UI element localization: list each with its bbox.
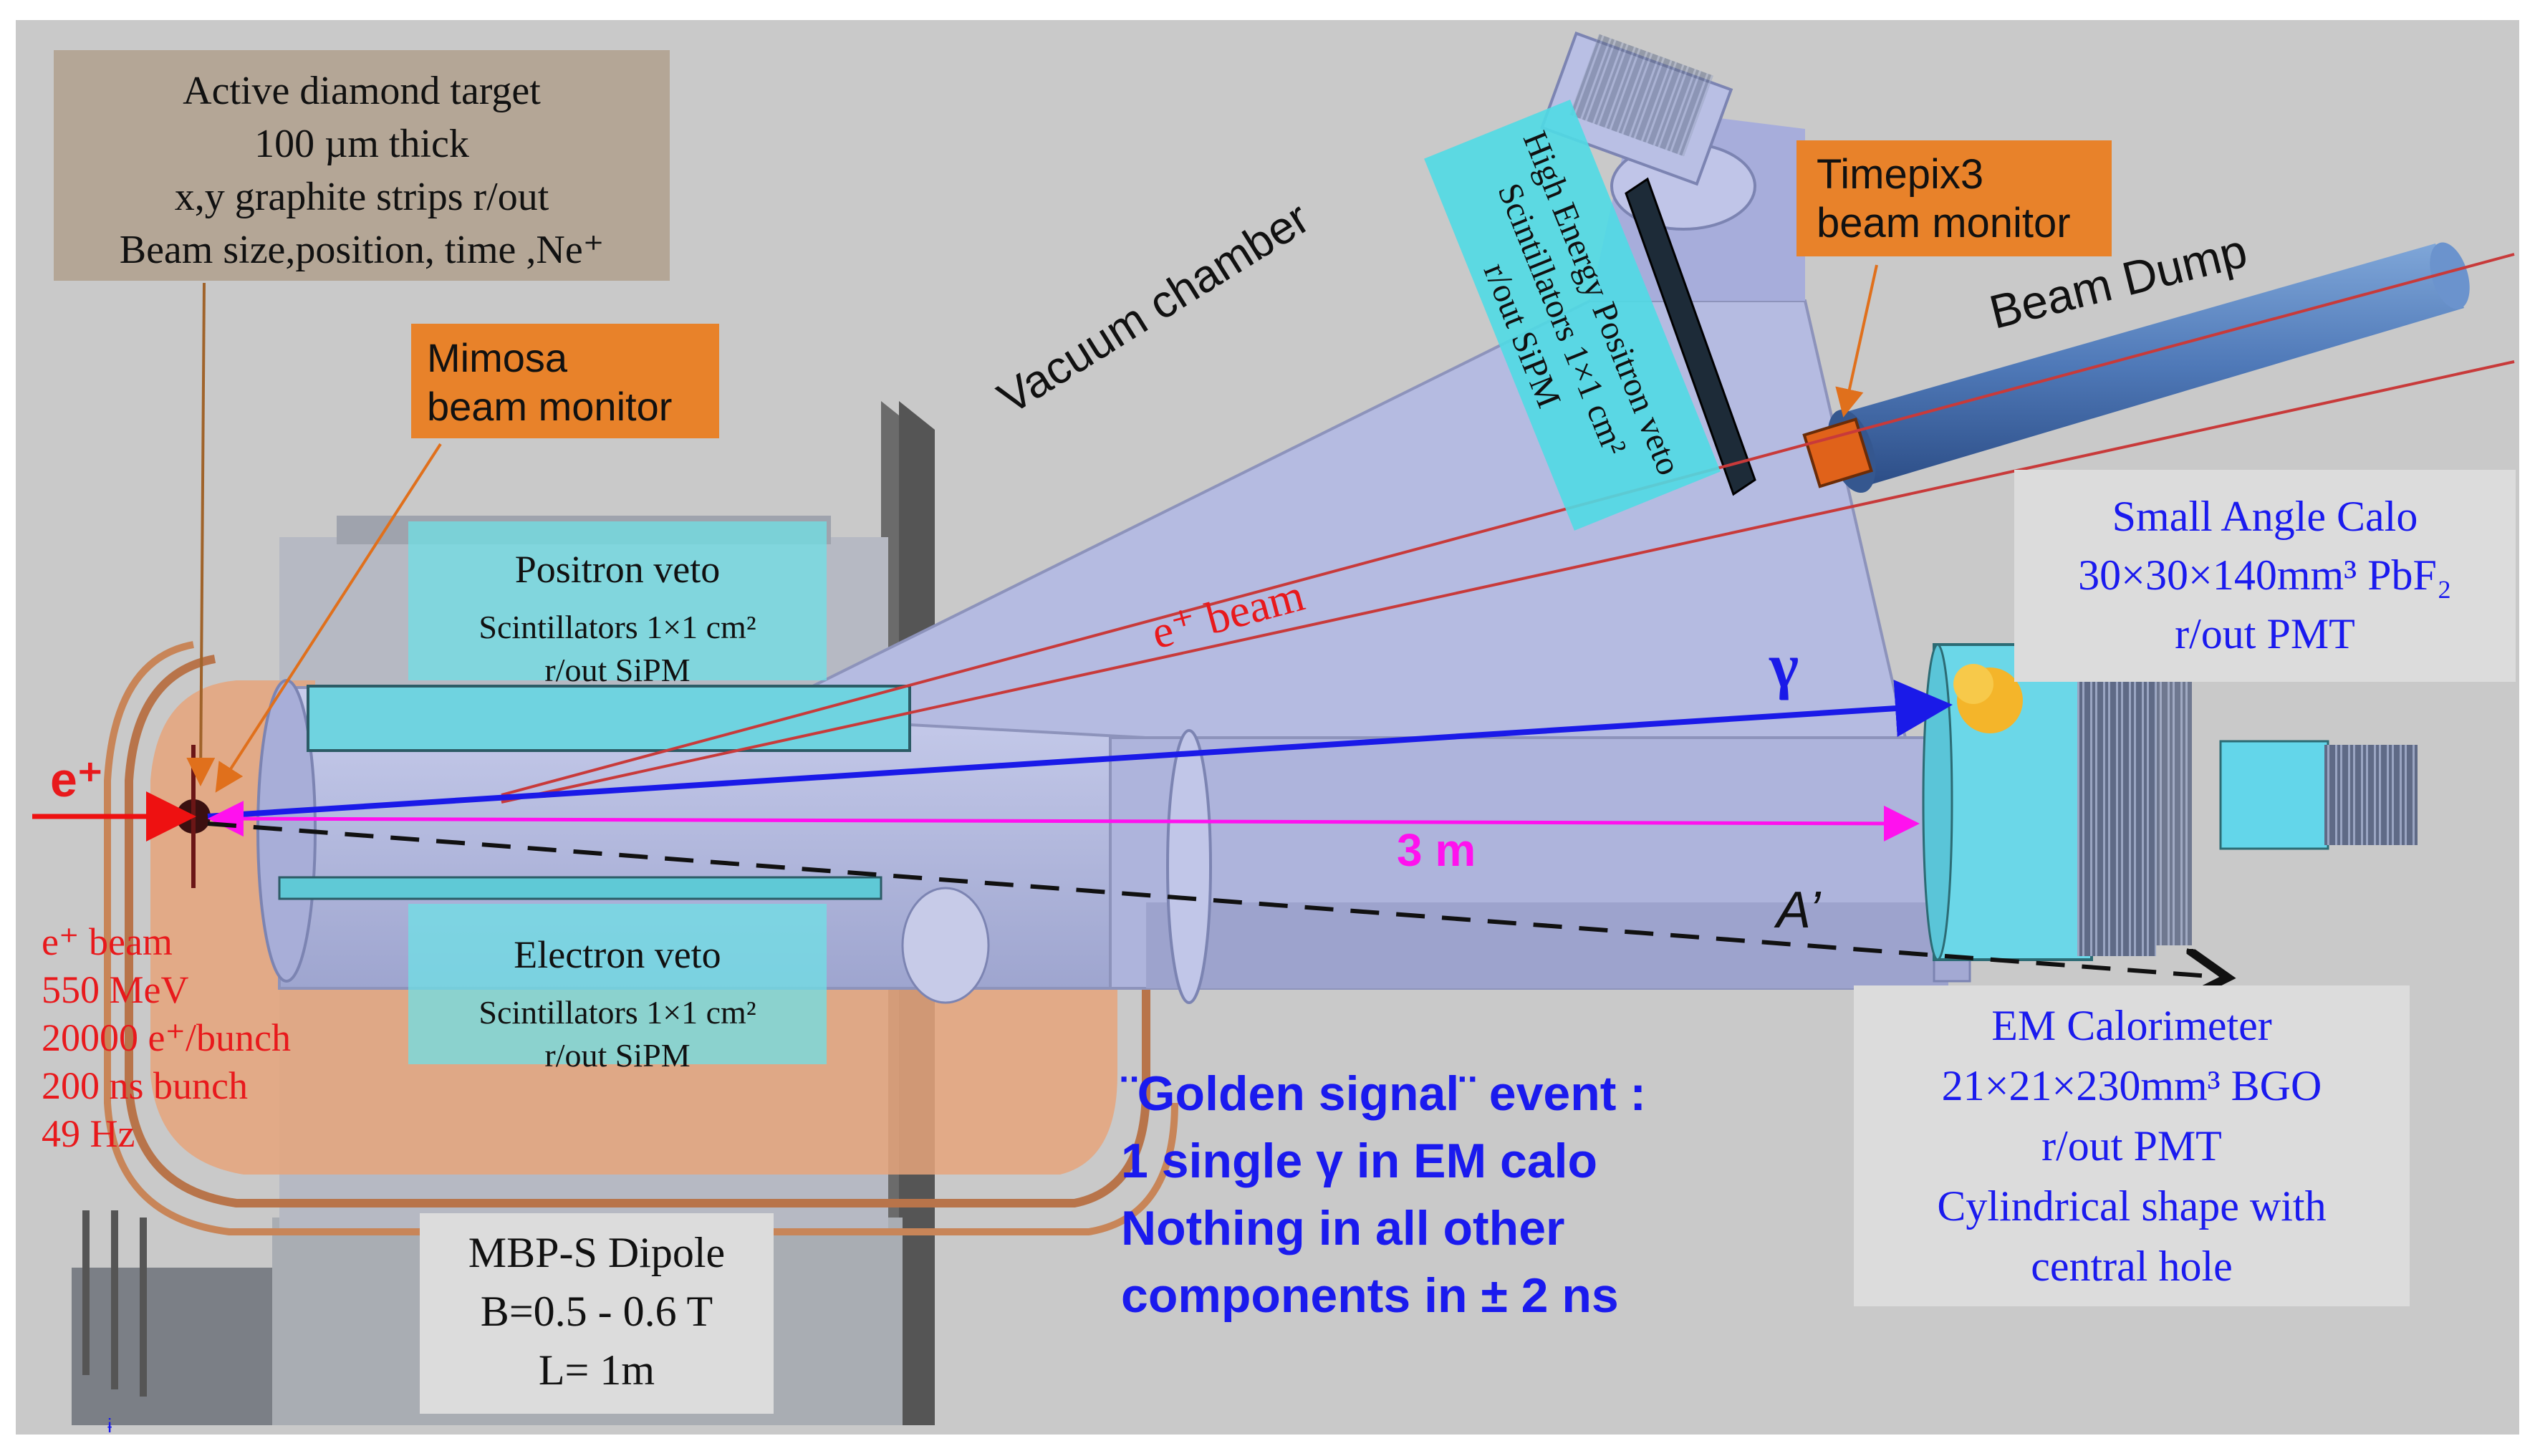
- dipole-base: [72, 1268, 301, 1425]
- distance-label: 3 m: [1397, 824, 1476, 876]
- timepix-pointer: [1835, 264, 1878, 418]
- a-prime-arrow: [207, 821, 2228, 978]
- electron-veto-detail: Scintillators 1×1 cm² r/out SiPM: [478, 994, 756, 1074]
- small-angle-calo-label: Small Angle Calo 30×30×140mm³ PbF₂ r/out…: [2014, 470, 2516, 682]
- a-prime-label: A’: [1776, 882, 1821, 939]
- e-plus-label: e⁺: [50, 753, 103, 807]
- gamma-label: γ: [1769, 632, 1799, 701]
- dipole-label: MBP-S Dipole B=0.5 - 0.6 T L= 1m: [420, 1213, 774, 1414]
- beam-parameters: e⁺ beam 550 MeV 20000 e⁺/bunch 200 ns bu…: [42, 920, 291, 1155]
- diamond-target-label: Active diamond target 100 µm thick x,y g…: [54, 50, 670, 281]
- positron-veto-title: Positron veto: [514, 548, 721, 591]
- small-angle-calo: [2219, 740, 2418, 850]
- copper-coil: [150, 680, 1117, 1175]
- positron-veto-box: Positron veto Scintillators 1×1 cm² r/ou…: [408, 521, 827, 688]
- timepix-label: Timepix3 beam monitor: [1796, 140, 2112, 256]
- beam-line-2: [501, 360, 2515, 804]
- beam-line-1: [501, 253, 2515, 796]
- golden-signal-text: ¨Golden signal¨ event : 1 single γ in EM…: [1121, 1066, 1646, 1323]
- distance-arrow: [208, 801, 1920, 842]
- mimosa-pointer: [215, 443, 442, 793]
- timepix-module: [1802, 418, 1873, 488]
- svg-text:ɨ: ɨ: [107, 1414, 112, 1437]
- em-calorimeter-label: EM Calorimeter 21×21×230mm³ BGO r/out PM…: [1854, 985, 2410, 1306]
- positron-veto-detail: Scintillators 1×1 cm² r/out SiPM: [478, 609, 756, 688]
- electron-veto-box: Electron veto Scintillators 1×1 cm² r/ou…: [408, 904, 827, 1074]
- mimosa-label: Mimosa beam monitor: [411, 324, 719, 438]
- gamma-arrow: [207, 680, 1953, 819]
- electron-veto-title: Electron veto: [514, 933, 721, 976]
- target-pointer: [186, 282, 216, 786]
